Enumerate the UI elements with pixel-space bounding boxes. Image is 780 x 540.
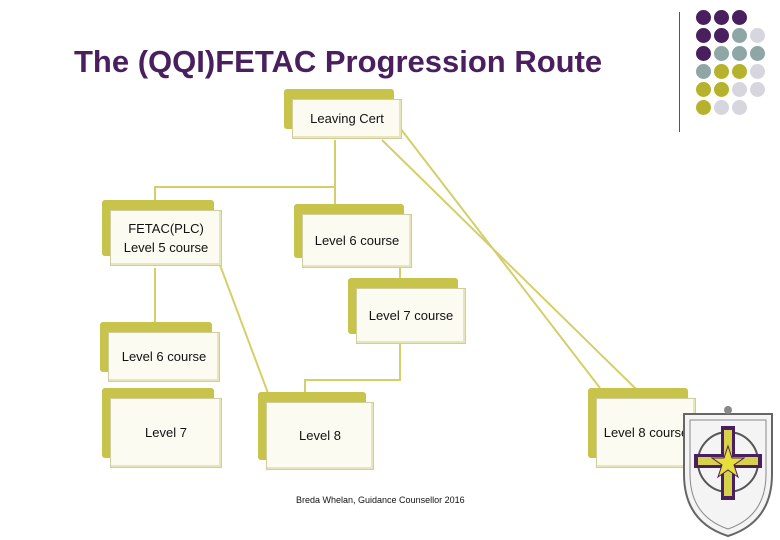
node-label: Level 6 course [302, 214, 412, 268]
school-crest-logo [683, 406, 773, 538]
node-leaving-cert: Leaving Cert [284, 89, 402, 139]
dot [750, 28, 765, 43]
node-label: Level 7 [110, 398, 222, 468]
slide-title: The (QQI)FETAC Progression Route [74, 44, 603, 79]
dot [696, 28, 711, 43]
dot [732, 64, 747, 79]
connector-level7-to-level8 [304, 344, 401, 393]
dot [696, 10, 711, 25]
connector-fetac-to-level8 [219, 264, 269, 394]
dot [714, 82, 729, 97]
node-label: FETAC(PLC) Level 5 course [110, 210, 222, 266]
node-label: Level 6 course [108, 332, 220, 382]
node-level7-left: Level 7 [102, 388, 222, 468]
dot [696, 100, 711, 115]
node-level6-left: Level 6 course [100, 322, 220, 382]
dot [696, 82, 711, 97]
node-level8-center: Level 8 [258, 392, 374, 470]
dot [714, 100, 729, 115]
dot [732, 100, 747, 115]
dot [732, 82, 747, 97]
dot [714, 28, 729, 43]
dot [732, 10, 747, 25]
dot [750, 64, 765, 79]
node-label: Leaving Cert [292, 99, 402, 139]
dot [696, 64, 711, 79]
connector-leaving-to-level8-right [399, 127, 601, 389]
dot [732, 28, 747, 43]
dot [750, 82, 765, 97]
node-level8-right: Level 8 course [588, 388, 696, 468]
node-label: Level 8 [266, 402, 374, 470]
node-level7-center: Level 7 course [348, 278, 466, 344]
node-level6-center: Level 6 course [294, 204, 412, 268]
dot [696, 46, 711, 61]
dot [714, 64, 729, 79]
node-label: Level 7 course [356, 288, 466, 344]
node-fetac-plc: FETAC(PLC) Level 5 course [102, 200, 222, 266]
divider-line [679, 12, 680, 132]
dot [750, 46, 765, 61]
dot [714, 10, 729, 25]
node-label: Level 8 course [596, 398, 696, 468]
dot [714, 46, 729, 61]
footer-credit: Breda Whelan, Guidance Counsellor 2016 [296, 495, 465, 505]
connector-leaving-to-branches [154, 140, 336, 202]
dot [732, 46, 747, 61]
